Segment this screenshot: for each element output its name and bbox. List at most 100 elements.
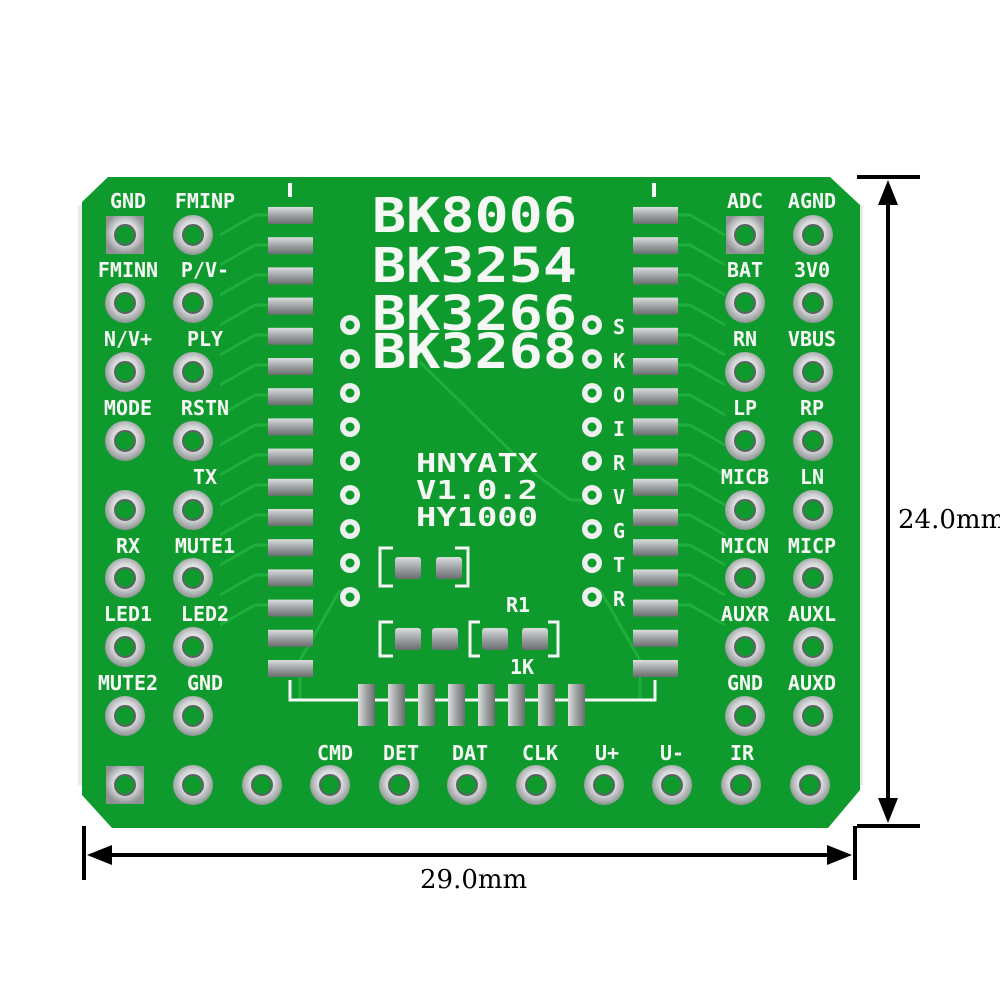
- smd-pad-bottom: [448, 684, 465, 726]
- chip-name-1: BK8006: [372, 188, 577, 244]
- smd-pad-right: [633, 388, 678, 406]
- version-line-1: HNYATX: [416, 449, 538, 479]
- smd-pad-right: [633, 297, 678, 315]
- side-letter: R: [613, 587, 626, 611]
- resistor-ref: R1: [506, 593, 530, 617]
- side-letter: G: [613, 519, 625, 543]
- through-hole-pads: [105, 215, 833, 805]
- smd-pad-right: [633, 660, 678, 677]
- smd-components: [378, 546, 560, 658]
- side-letter: O: [613, 383, 625, 407]
- smd-pads: [395, 557, 548, 650]
- small-via-columns: [340, 315, 602, 607]
- pin-label: CLK: [522, 741, 558, 765]
- pin-label: AUXL: [788, 602, 836, 626]
- smd-pad-right: [633, 599, 678, 617]
- height-dimension: [857, 175, 920, 828]
- pin-label: RX: [116, 534, 140, 558]
- smd-pad-right: [633, 629, 678, 647]
- smd-pad-bottom: [388, 684, 405, 726]
- side-letter: S: [613, 315, 625, 339]
- smd-pad-right: [633, 569, 678, 587]
- pin-label: GND: [110, 189, 146, 213]
- smd-pad-column-left: [268, 207, 313, 677]
- smd-pad-left: [268, 237, 313, 255]
- pin-label: MUTE1: [175, 534, 235, 558]
- pin-label: CMD: [317, 741, 353, 765]
- smd-pad-left: [268, 448, 313, 466]
- smd-pad-left: [268, 629, 313, 647]
- smd-pad-right: [633, 448, 678, 466]
- smd-pad-right: [633, 237, 678, 255]
- smd-pad-right: [633, 418, 678, 436]
- pin-label: AGND: [788, 189, 836, 213]
- chip-name-4: BK3268: [372, 324, 577, 380]
- smd-pad-left: [268, 297, 313, 315]
- chip-name-2: BK3254: [372, 238, 577, 294]
- pin-label: MUTE2: [98, 671, 158, 695]
- smd-pad-left: [268, 327, 313, 345]
- pin-label: MODE: [104, 396, 152, 420]
- pin-label: RSTN: [181, 396, 229, 420]
- side-letter: I: [613, 417, 625, 441]
- smd-pad-left: [268, 660, 313, 677]
- pin-label: LED2: [181, 602, 229, 626]
- side-letter: T: [613, 553, 625, 577]
- smd-pad-bottom: [508, 684, 525, 726]
- pin-label: AUXD: [788, 671, 836, 695]
- pin-label: RP: [800, 396, 824, 420]
- smd-pad-right: [633, 327, 678, 345]
- pin-label: DAT: [452, 741, 488, 765]
- chip-names: BK8006 BK3254 BK3266 BK3268: [372, 188, 577, 380]
- smd-pad-left: [268, 358, 313, 375]
- pin-label: IR: [730, 741, 755, 765]
- width-dimension: [82, 826, 857, 880]
- pin-label: U+: [595, 741, 619, 765]
- smd-pad-left: [268, 207, 313, 224]
- version-line-3: HY1000: [416, 503, 538, 533]
- pin-label: BAT: [727, 258, 763, 282]
- smd-pad-left: [268, 509, 313, 526]
- version-block: HNYATX V1.0.2 HY1000: [416, 449, 538, 533]
- smd-pad-bottom: [478, 684, 495, 726]
- pin-label: MICB: [721, 465, 769, 489]
- version-line-2: V1.0.2: [416, 476, 538, 506]
- pin-label: AUXR: [721, 602, 770, 626]
- smd-pad-left: [268, 267, 313, 285]
- pin-label: TX: [193, 465, 217, 489]
- pin-label: RN: [733, 327, 757, 351]
- pin-label: PLY: [187, 327, 223, 351]
- pin-label: GND: [727, 671, 763, 695]
- smd-pad-right: [633, 207, 678, 224]
- smd-pad-bottom: [358, 684, 375, 726]
- smd-pad-bottom: [568, 684, 585, 726]
- smd-pad-bottom: [538, 684, 555, 726]
- chip-name-3: BK3266: [372, 286, 577, 342]
- pin-label: VBUS: [788, 327, 836, 351]
- width-label: 29.0mm: [420, 865, 527, 895]
- pin-label: GND: [187, 671, 223, 695]
- smd-pad-left: [268, 478, 313, 496]
- pin-label: P/V-: [181, 258, 229, 282]
- pin-label: FMINP: [175, 189, 235, 213]
- pin-label: FMINN: [98, 258, 158, 282]
- smd-pad-left: [268, 569, 313, 587]
- side-letter: V: [613, 485, 625, 509]
- smd-pad-bottom: [418, 684, 435, 726]
- side-letter: R: [613, 451, 626, 475]
- side-letter: K: [613, 349, 625, 373]
- smd-pad-column-right: [633, 207, 678, 677]
- smd-pad-right: [633, 509, 678, 526]
- smd-pad-left: [268, 388, 313, 406]
- smd-pad-row-bottom: [358, 684, 585, 726]
- pin-label: LED1: [104, 602, 152, 626]
- pin-label: U-: [660, 741, 684, 765]
- resistor-value: 1K: [510, 655, 534, 679]
- smd-pad-left: [268, 599, 313, 617]
- pin-label: MICP: [788, 534, 836, 558]
- height-label: 24.0mm: [898, 505, 1000, 535]
- pin-label: LN: [800, 465, 824, 489]
